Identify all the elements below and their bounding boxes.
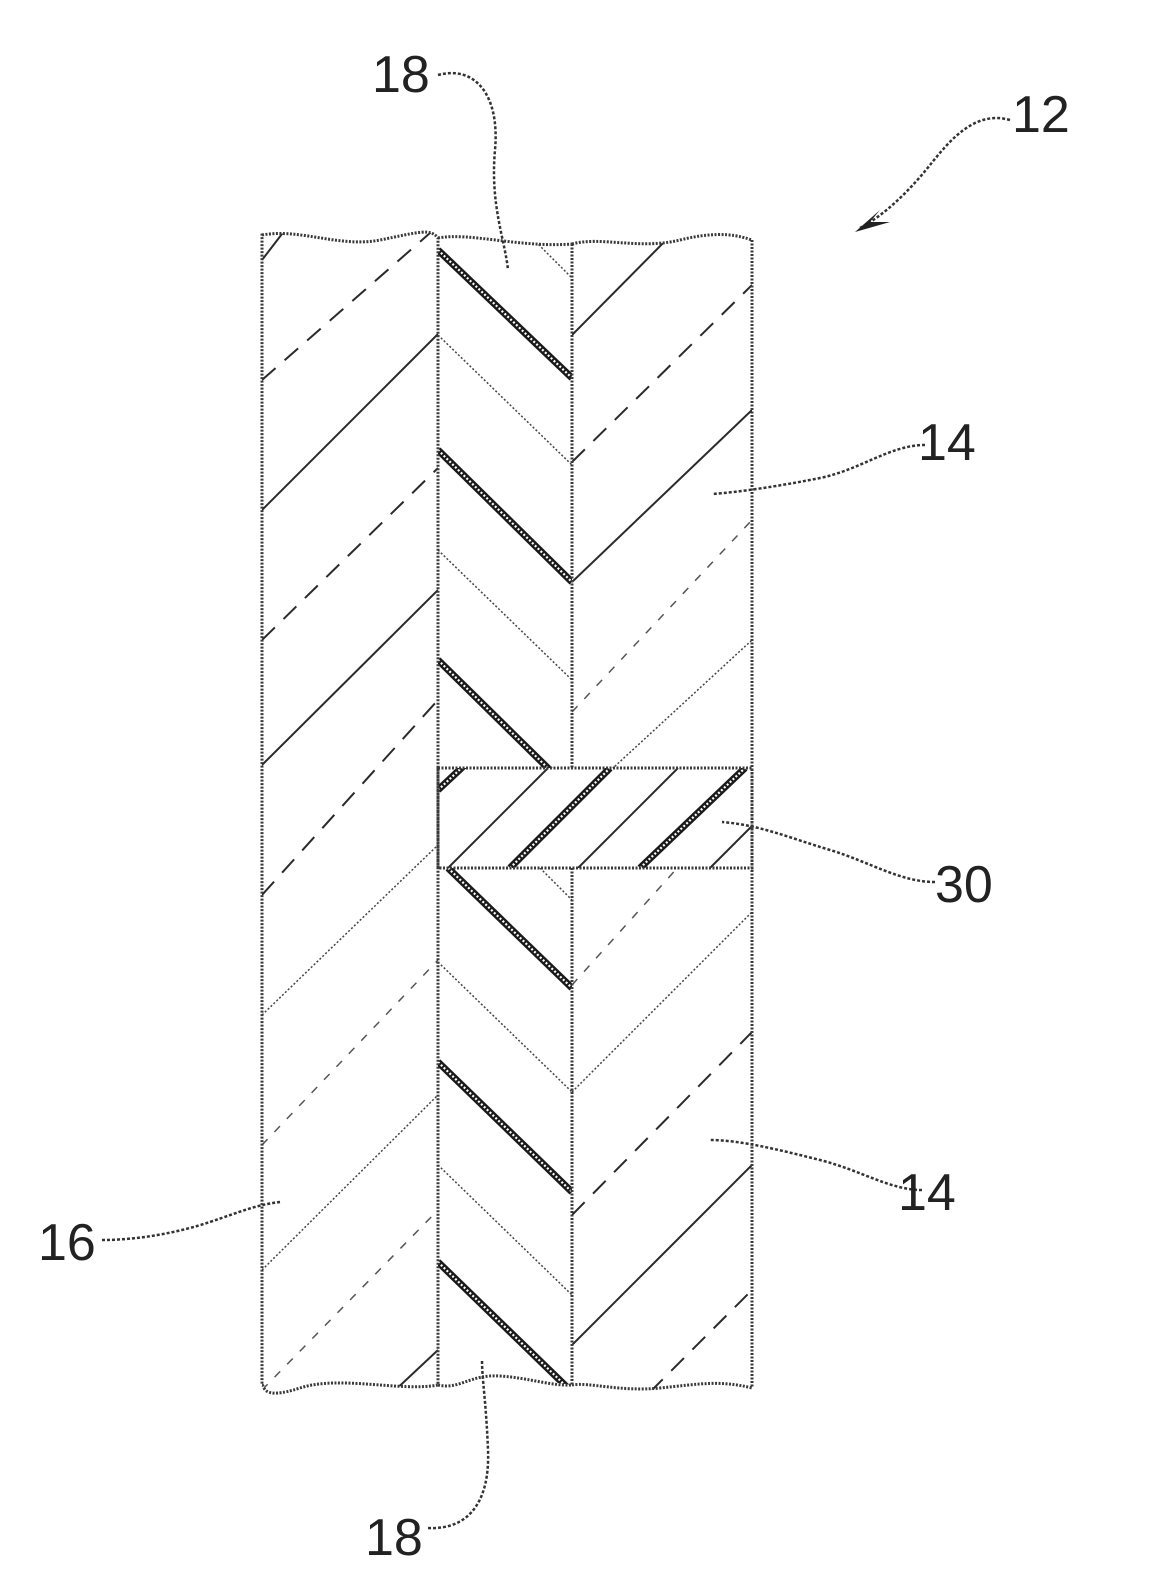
insert-hatching	[438, 760, 752, 868]
plate-hatching	[262, 226, 438, 1395]
label-assembly: 12	[1012, 86, 1070, 144]
interlayer-top-edge	[438, 237, 572, 245]
layer-outlines	[262, 232, 752, 1393]
label-panel-lower: 14	[898, 1164, 956, 1222]
panel-bottom-edge	[572, 1383, 752, 1389]
leader-plate	[102, 1202, 280, 1240]
panel-hatching-lower	[572, 865, 752, 1392]
arrowhead-icon	[855, 210, 890, 232]
leader-panel-lower	[710, 1140, 922, 1190]
interlayer-hatching-lower	[438, 868, 572, 1392]
label-plate: 16	[38, 1214, 96, 1272]
label-panel-upper: 14	[918, 414, 976, 472]
leader-insert	[722, 822, 935, 882]
interlayer-hatching-upper	[438, 236, 572, 780]
leader-lines	[102, 73, 1010, 1528]
label-interlayer-top: 18	[372, 46, 430, 104]
leader-panel-upper	[712, 445, 925, 494]
plate-outline	[262, 232, 438, 1393]
reference-labels: 12 18 14 30 14 16 18	[38, 46, 1070, 1567]
label-insert: 30	[935, 856, 993, 914]
label-interlayer-bottom: 18	[365, 1509, 423, 1567]
panel-top-edge	[572, 235, 752, 244]
leader-assembly-arrow	[860, 118, 1010, 228]
panel-hatching-upper	[572, 226, 752, 780]
